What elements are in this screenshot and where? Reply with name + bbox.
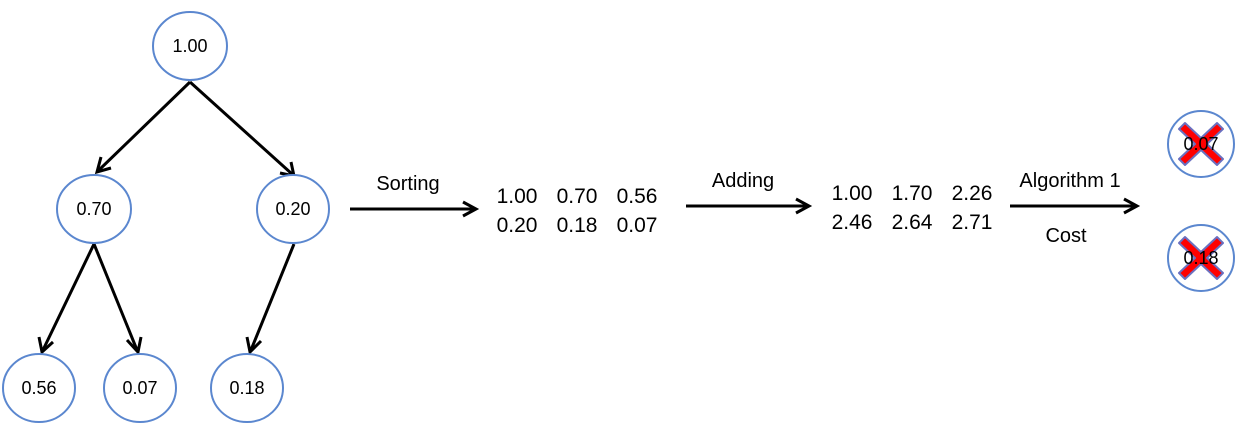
- cumulative-value: 1.70: [892, 182, 933, 205]
- sorted-value: 0.56: [617, 185, 658, 208]
- sorted-sequence: 1.00 0.70 0.56 0.20 0.18 0.07: [497, 185, 658, 237]
- tree-edges: [37, 80, 296, 356]
- edge-root-to-left: [97, 80, 192, 172]
- pruned-node-top: 0.07: [1167, 110, 1235, 178]
- pruned-node-bottom-label: 0.18: [1183, 248, 1218, 268]
- step-algorithm: Algorithm 1 Cost: [1010, 170, 1141, 247]
- tree-node-leaf-b: 0.07: [103, 353, 177, 423]
- adding-arrow-head: [795, 197, 813, 215]
- cumulative-value: 2.26: [952, 182, 993, 205]
- cost-label: Cost: [1045, 225, 1087, 247]
- step-sorting: Sorting: [350, 173, 480, 218]
- cumulative-sequence: 1.00 1.70 2.26 2.46 2.64 2.71: [832, 182, 993, 234]
- cumulative-value: 2.71: [952, 211, 993, 234]
- edge-left-to-leaf-a: [41, 243, 96, 351]
- sorted-value: 0.07: [617, 214, 658, 237]
- edge-left-to-leaf-b-head: [125, 336, 143, 356]
- edge-left-to-leaf-b: [92, 243, 139, 351]
- cross-mark-icon: [1178, 236, 1224, 280]
- cumulative-value: 2.64: [892, 211, 933, 234]
- sorted-value: 0.70: [557, 185, 598, 208]
- step-adding: Adding: [686, 170, 813, 215]
- tree-node-left: 0.70: [56, 174, 132, 244]
- tree-node-right: 0.20: [256, 174, 330, 244]
- tree-node-leaf-c: 0.18: [210, 353, 284, 423]
- sorted-value: 0.20: [497, 214, 538, 237]
- sorted-value: 0.18: [557, 214, 598, 237]
- sorting-label: Sorting: [376, 173, 439, 195]
- tree-node-root: 1.00: [152, 11, 228, 81]
- tree-nodes: 1.00 0.70 0.20 0.56 0.07 0.18: [2, 11, 330, 423]
- adding-label: Adding: [712, 170, 774, 192]
- edge-left-to-leaf-a-head: [37, 336, 55, 355]
- tree-node-leaf-a-label: 0.56: [21, 378, 56, 398]
- cumulative-value: 2.46: [832, 211, 873, 234]
- tree-node-leaf-b-label: 0.07: [122, 378, 157, 398]
- pruned-node-bottom: 0.18: [1167, 224, 1235, 292]
- edge-root-to-left-head: [94, 156, 112, 175]
- tree-node-left-label: 0.70: [76, 199, 111, 219]
- tree-node-leaf-a: 0.56: [2, 353, 76, 423]
- algorithm-label: Algorithm 1: [1019, 170, 1120, 192]
- tree-node-root-label: 1.00: [172, 36, 207, 56]
- edge-root-to-right: [188, 80, 294, 176]
- algorithm-arrow-head: [1123, 197, 1141, 215]
- tree-node-right-label: 0.20: [275, 199, 310, 219]
- sorted-value: 1.00: [497, 185, 538, 208]
- cross-mark-icon: [1178, 122, 1224, 166]
- sorting-arrow-head: [462, 200, 480, 218]
- edge-right-to-leaf-c-head: [245, 336, 263, 356]
- pruned-node-top-label: 0.07: [1183, 134, 1218, 154]
- cumulative-value: 1.00: [832, 182, 873, 205]
- tree-node-leaf-c-label: 0.18: [229, 378, 264, 398]
- edge-right-to-leaf-c: [249, 243, 296, 351]
